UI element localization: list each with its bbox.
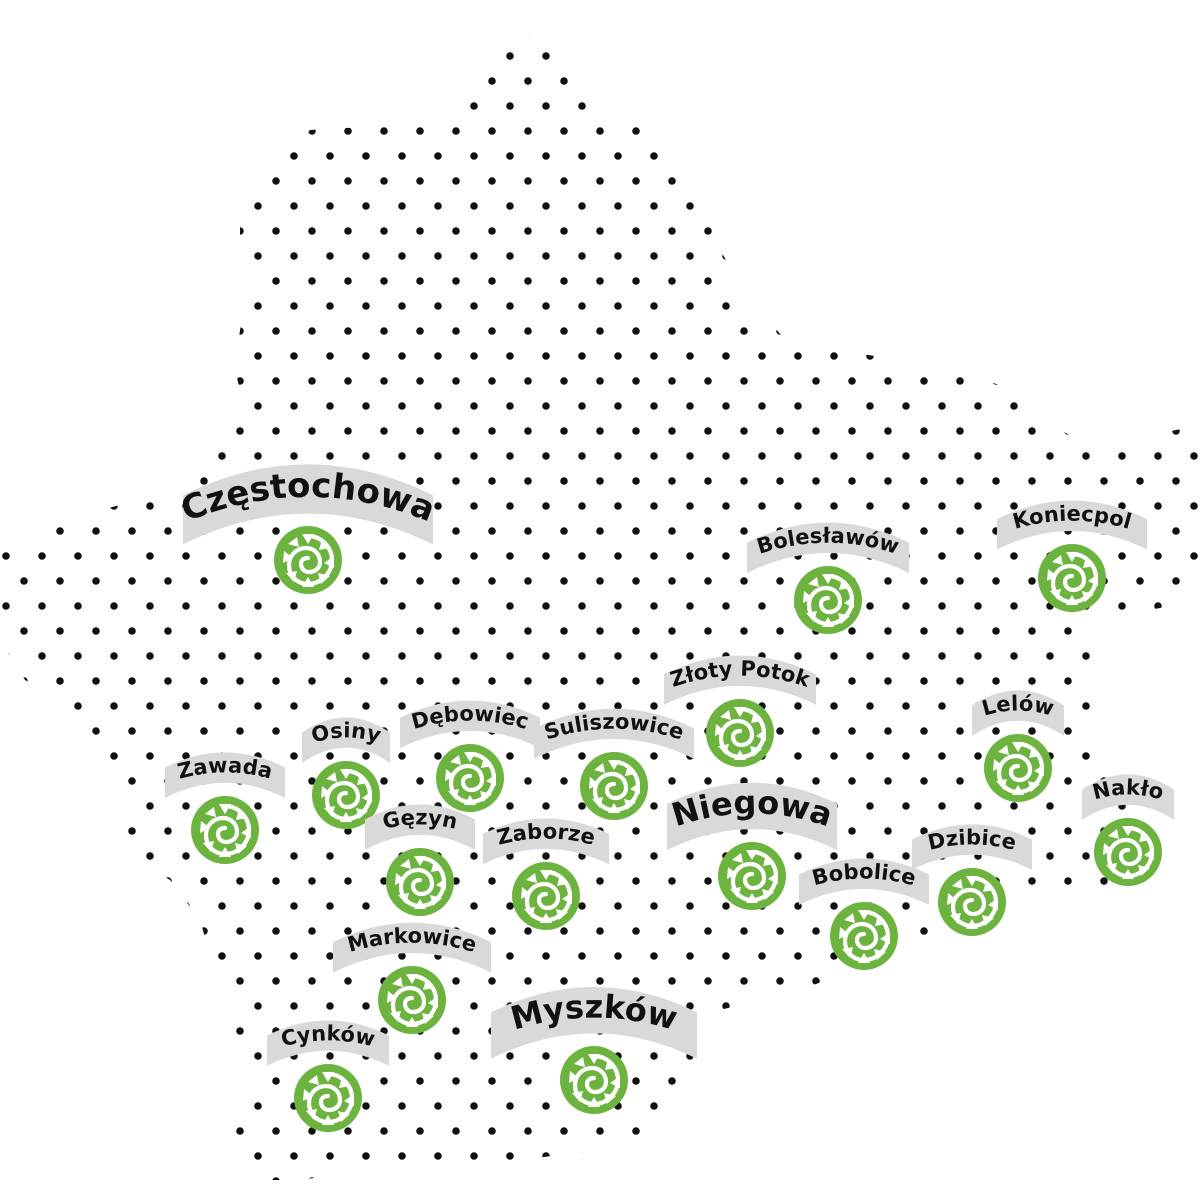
ammonite-icon: [294, 1064, 362, 1132]
ammonite-icon: [1038, 544, 1106, 612]
ammonite-icon: [718, 842, 786, 910]
label-banner: [747, 522, 909, 574]
label-banner: [491, 986, 697, 1059]
ammonite-icon: [938, 868, 1006, 936]
ammonite-icon: [386, 848, 454, 916]
label-banner: [267, 1020, 389, 1066]
place-marker-gezyn: Gęzyn: [365, 804, 475, 916]
place-marker-boleslawow: Bolesławów: [747, 522, 909, 634]
place-marker-suliszowice: Suliszowice: [534, 708, 694, 820]
label-banner: [1082, 774, 1174, 820]
ammonite-icon: [706, 699, 774, 767]
place-marker-lelow: Lelów: [972, 690, 1064, 802]
place-marker-bobolice: Bobolice: [799, 858, 929, 970]
ammonite-icon: [984, 734, 1052, 802]
place-marker-osiny: Osiny: [302, 717, 390, 829]
label-banner: [912, 824, 1032, 870]
ammonite-icon: [191, 796, 259, 864]
place-marker-naklo: Nakło: [1082, 774, 1174, 886]
ammonite-icon: [830, 902, 898, 970]
label-banner: [333, 922, 491, 973]
ammonite-icon: [512, 862, 580, 930]
label-banner: [165, 752, 285, 798]
place-marker-cynkow: Cynków: [267, 1020, 389, 1132]
label-banner: [972, 690, 1064, 736]
place-marker-zawada: Zawada: [165, 752, 285, 864]
place-marker-markowice: Markowice: [333, 922, 491, 1034]
label-banner: [997, 500, 1147, 550]
label-banner: [483, 818, 609, 865]
ammonite-icon: [436, 744, 504, 812]
label-banner: [799, 858, 929, 905]
ammonite-icon: [378, 966, 446, 1034]
place-marker-debowiec: Dębowiec: [400, 700, 540, 812]
place-marker-zloty-potok: Złoty Potok: [664, 655, 816, 767]
ammonite-icon: [274, 526, 342, 594]
ammonite-icon: [1094, 818, 1162, 886]
place-marker-myszkow: Myszków: [491, 986, 697, 1114]
place-marker-dzibice: Dzibice: [912, 824, 1032, 936]
ammonite-icon: [560, 1046, 628, 1114]
label-banner: [302, 717, 390, 763]
label-banner: [400, 700, 540, 749]
place-label: Gęzyn: [380, 805, 459, 833]
label-banner: [365, 804, 475, 850]
label-banner: [534, 708, 694, 759]
ammonite-icon: [794, 566, 862, 634]
label-banner: [664, 655, 816, 705]
place-marker-zaborze: Zaborze: [483, 818, 609, 930]
place-marker-koniecpol: Koniecpol: [997, 500, 1147, 612]
label-banner: [667, 782, 837, 851]
label-banner: [183, 464, 433, 545]
ammonite-icon: [580, 752, 648, 820]
